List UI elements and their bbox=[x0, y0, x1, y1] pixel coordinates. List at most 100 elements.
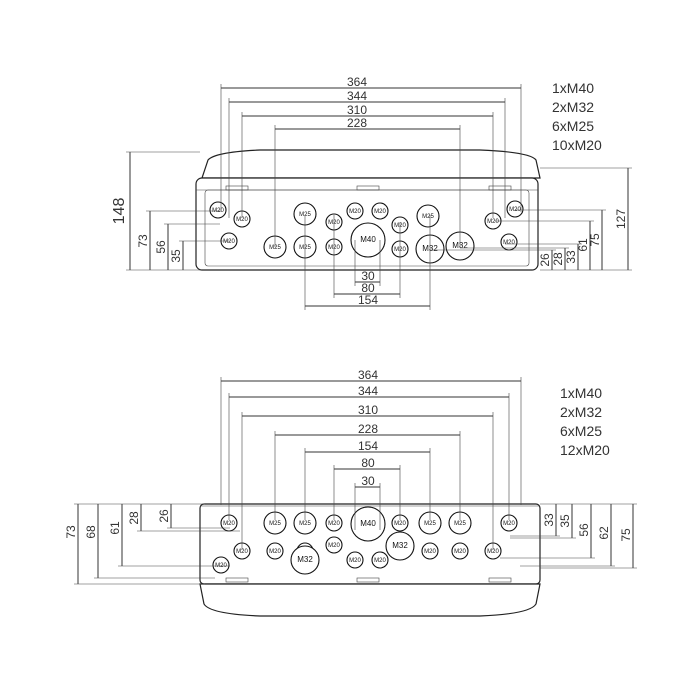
top-hole-label: M20 bbox=[374, 209, 386, 215]
bottom-spec-list: 1xM40 2xM32 6xM25 12xM20 bbox=[560, 385, 610, 458]
top-hole-m40 bbox=[350, 222, 386, 258]
bottom-hole-m20 bbox=[451, 542, 469, 560]
bottom-hole-label: M20 bbox=[374, 558, 386, 564]
top-hole-m20 bbox=[209, 201, 227, 219]
bottom-hole-label: M25 bbox=[269, 521, 281, 527]
top-dim-28: 28 bbox=[551, 252, 565, 266]
bottom-dim-154: 154 bbox=[358, 439, 378, 453]
top-dim-148: 148 bbox=[111, 198, 128, 225]
bottom-hole-m20 bbox=[212, 556, 230, 574]
top-hole-label: M25 bbox=[269, 245, 281, 251]
top-spec-m25: 6xM25 bbox=[552, 118, 594, 134]
bottom-spec-m40: 1xM40 bbox=[560, 385, 602, 401]
bottom-hole-m20 bbox=[421, 542, 439, 560]
top-dims-left: 148 73 56 35 bbox=[111, 151, 230, 271]
bottom-dim-56: 56 bbox=[577, 523, 591, 537]
bottom-hole-label: M20 bbox=[328, 521, 340, 527]
top-hole-label: M20 bbox=[223, 239, 235, 245]
bottom-hole-m32 bbox=[290, 545, 320, 575]
top-dim-344: 344 bbox=[347, 89, 367, 103]
top-dim-228: 228 bbox=[347, 116, 367, 130]
bottom-hole-label: M32 bbox=[297, 555, 313, 564]
bottom-enclosure-lid bbox=[199, 583, 541, 617]
bottom-hole-m20 bbox=[371, 551, 389, 569]
top-dim-154: 154 bbox=[358, 293, 378, 307]
top-dim-26: 26 bbox=[538, 253, 552, 267]
top-hole-label: M20 bbox=[328, 220, 340, 226]
bottom-hole-label: M32 bbox=[392, 541, 408, 550]
top-hole-label: M25 bbox=[299, 245, 311, 251]
bottom-spec-m25: 6xM25 bbox=[560, 423, 602, 439]
top-hole-m20 bbox=[346, 202, 364, 220]
bottom-dim-310: 310 bbox=[358, 403, 378, 417]
bottom-dim-344: 344 bbox=[358, 384, 378, 398]
bottom-dims-left: 73 68 61 28 26 bbox=[64, 503, 240, 585]
bottom-view: M20M25M25M20M40M20M25M25M20M20M20M20M20M… bbox=[64, 368, 637, 617]
top-hole-label: M20 bbox=[503, 240, 515, 246]
bottom-dim-26: 26 bbox=[157, 509, 171, 523]
top-hole-label: M20 bbox=[487, 219, 499, 225]
bottom-hole-label: M20 bbox=[487, 549, 499, 555]
top-dim-33: 33 bbox=[564, 250, 578, 264]
top-hole-label: M20 bbox=[394, 247, 406, 253]
bottom-hole-label: M20 bbox=[269, 549, 281, 555]
top-dim-310: 310 bbox=[347, 103, 367, 117]
top-dim-364: 364 bbox=[347, 75, 367, 89]
bottom-dim-28: 28 bbox=[127, 511, 141, 525]
bottom-dim-73: 73 bbox=[64, 525, 78, 539]
bottom-hole-m32 bbox=[385, 531, 415, 561]
top-hole-label: M20 bbox=[236, 217, 248, 223]
bottom-dim-30: 30 bbox=[361, 474, 375, 488]
top-dim-30: 30 bbox=[361, 269, 375, 283]
top-hole-label: M20 bbox=[394, 223, 406, 229]
top-dim-73: 73 bbox=[136, 234, 150, 248]
top-hole-label: M25 bbox=[422, 214, 434, 220]
top-dim-80: 80 bbox=[361, 281, 375, 295]
bottom-dim-228: 228 bbox=[358, 422, 378, 436]
top-dims-below: 30 80 154 bbox=[304, 215, 431, 310]
bottom-spec-m32: 2xM32 bbox=[560, 404, 602, 420]
top-dims-above: 364 344 310 228 bbox=[220, 75, 522, 247]
bottom-hole-label: M40 bbox=[360, 519, 376, 528]
top-dims-right: 127 75 61 33 28 26 bbox=[430, 167, 632, 271]
top-spec-list: 1xM40 2xM32 6xM25 10xM20 bbox=[552, 80, 602, 153]
bottom-hole-m20 bbox=[325, 536, 343, 554]
top-spec-m40: 1xM40 bbox=[552, 80, 594, 96]
top-spec-m32: 2xM32 bbox=[552, 99, 594, 115]
bottom-dim-364: 364 bbox=[358, 368, 378, 382]
bottom-hole-label: M25 bbox=[299, 521, 311, 527]
bottom-dim-68: 68 bbox=[84, 525, 98, 539]
top-hole-label: M20 bbox=[349, 209, 361, 215]
bottom-hole-label: M25 bbox=[424, 521, 436, 527]
top-dim-75: 75 bbox=[588, 233, 602, 247]
bottom-hole-label: M20 bbox=[223, 521, 235, 527]
bottom-dim-62: 62 bbox=[597, 526, 611, 540]
top-enclosure-lid bbox=[201, 149, 541, 179]
bottom-hole-label: M20 bbox=[424, 549, 436, 555]
bottom-dims-right: 33 35 56 62 75 bbox=[500, 503, 637, 569]
top-dim-35: 35 bbox=[169, 249, 183, 263]
bottom-dim-33: 33 bbox=[542, 513, 556, 527]
top-dim-56: 56 bbox=[154, 240, 168, 254]
bottom-hole-m40 bbox=[350, 506, 386, 542]
bottom-hole-label: M20 bbox=[349, 558, 361, 564]
top-dim-127: 127 bbox=[614, 209, 628, 229]
bottom-dims-above: 364 344 310 228 154 80 30 bbox=[220, 368, 522, 550]
bottom-dim-61: 61 bbox=[108, 521, 122, 535]
bottom-hole-label: M20 bbox=[454, 549, 466, 555]
top-spec-m20: 10xM20 bbox=[552, 137, 602, 153]
top-hole-label: M20 bbox=[328, 245, 340, 251]
bottom-hole-label: M20 bbox=[394, 521, 406, 527]
top-hole-m20 bbox=[506, 200, 524, 218]
bottom-dim-35: 35 bbox=[558, 514, 572, 528]
top-hole-label: M25 bbox=[299, 212, 311, 218]
top-hole-m20 bbox=[371, 202, 389, 220]
bottom-dim-75: 75 bbox=[619, 528, 633, 542]
top-hole-m25 bbox=[416, 204, 440, 228]
bottom-hole-m20 bbox=[346, 551, 364, 569]
bottom-hole-m20 bbox=[266, 542, 284, 560]
bottom-hole-label: M20 bbox=[503, 521, 515, 527]
bottom-dim-80: 80 bbox=[361, 456, 375, 470]
